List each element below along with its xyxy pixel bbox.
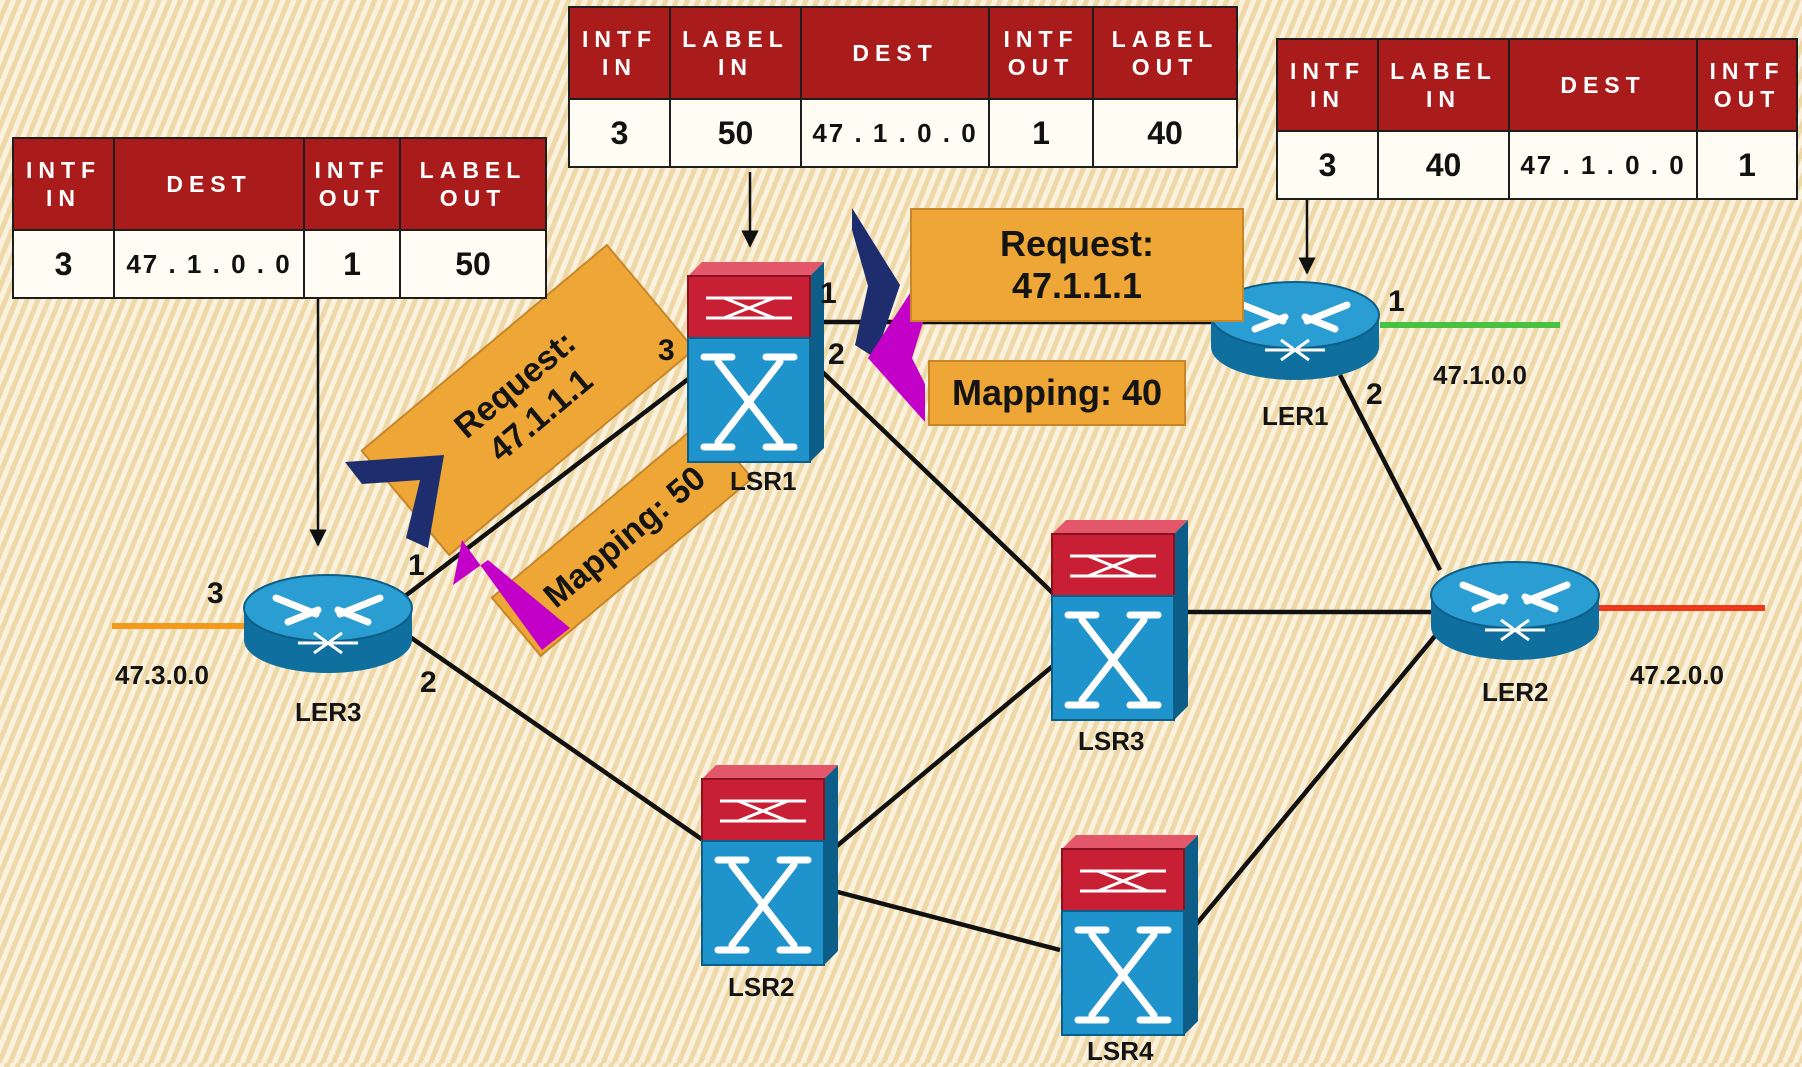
- ler3-value-label-out: 50: [399, 229, 547, 299]
- ler1-header-dest: DEST: [1508, 38, 1698, 132]
- ler1-header-label-in: LABEL IN: [1377, 38, 1510, 132]
- node-label-lsr4: LSR4: [1087, 1036, 1154, 1066]
- node-label-ler1: LER1: [1262, 401, 1329, 431]
- request-arrow-right: [852, 208, 900, 358]
- ler3-value-intf-in: 3: [12, 229, 115, 299]
- link-ler3-lsr2: [398, 628, 712, 847]
- link-ler3-lsr1: [398, 368, 702, 602]
- network-label-right-top: 47.1.0.0: [1433, 360, 1527, 390]
- lsr1-value-label-in: 50: [669, 98, 802, 168]
- ler3-forwarding-table: INTF IN DEST INTF OUT LABEL OUT 3 47 . 1…: [12, 137, 547, 299]
- ler3-header-intf-out: INTF OUT: [303, 137, 401, 231]
- lsr1-value-intf-in: 3: [568, 98, 671, 168]
- ler1-header-intf-out: INTF OUT: [1696, 38, 1798, 132]
- mapping-arrow-right: [868, 290, 930, 422]
- port-lsr1-2: 2: [828, 338, 845, 371]
- port-ler3-2: 2: [420, 666, 437, 699]
- lsr1-header-intf-out: INTF OUT: [988, 6, 1094, 100]
- mapping-box-right: Mapping: 40: [928, 360, 1186, 426]
- lsr1-header-intf-in: INTF IN: [568, 6, 671, 100]
- node-label-lsr2: LSR2: [728, 972, 795, 1002]
- port-lsr1-1: 1: [820, 277, 837, 310]
- ler1-value-intf-in: 3: [1276, 130, 1379, 200]
- port-ler3-1: 1: [408, 549, 425, 582]
- network-label-right: 47.2.0.0: [1630, 660, 1724, 690]
- ler1-header-intf-in: INTF IN: [1276, 38, 1379, 132]
- ler2-router-icon: [1431, 562, 1599, 660]
- request-box-right: Request: 47.1.1.1: [910, 208, 1244, 322]
- ler1-value-intf-out: 1: [1696, 130, 1798, 200]
- lsr1-forwarding-table: INTF IN LABEL IN DEST INTF OUT LABEL OUT…: [568, 6, 1238, 168]
- node-label-lsr3: LSR3: [1078, 726, 1145, 756]
- ler3-header-dest: DEST: [113, 137, 305, 231]
- ler3-header-label-out: LABEL OUT: [399, 137, 547, 231]
- port-ler1-1: 1: [1388, 285, 1405, 318]
- link-lsr1-lsr3: [808, 358, 1062, 602]
- lsr1-value-intf-out: 1: [988, 98, 1094, 168]
- link-lsr2-lsr3: [818, 658, 1062, 862]
- ler3-value-intf-out: 1: [303, 229, 401, 299]
- request-box-left: [360, 243, 696, 557]
- link-lsr2-lsr4: [829, 887, 1061, 953]
- lsr1-header-label-out: LABEL OUT: [1092, 6, 1238, 100]
- lsr1-header-dest: DEST: [800, 6, 990, 100]
- ler1-forwarding-table: INTF IN LABEL IN DEST INTF OUT 3 40 47 .…: [1276, 38, 1798, 200]
- node-label-ler3: LER3: [295, 697, 362, 727]
- link-ler1-ler2: [1337, 373, 1443, 572]
- network-label-left: 47.3.0.0: [115, 660, 209, 690]
- mapping-label-right: Mapping: 40: [951, 372, 1162, 413]
- node-label-lsr1: LSR1: [730, 466, 797, 496]
- ler1-value-label-in: 40: [1377, 130, 1510, 200]
- node-label-ler2: LER2: [1482, 677, 1549, 707]
- mapping-arrow-left: [453, 540, 570, 650]
- link-lsr4-ler2: [1173, 628, 1442, 952]
- request-arrow-left-shape: [345, 455, 444, 548]
- ler3-value-dest: 47 . 1 . 0 . 0: [113, 229, 305, 299]
- request-label-right: Request: 47.1.1.1: [999, 223, 1155, 306]
- lsr1-switch-icon: [688, 262, 824, 462]
- lsr2-switch-icon: [702, 765, 838, 965]
- ler1-value-dest: 47 . 1 . 0 . 0: [1508, 130, 1698, 200]
- lsr1-value-dest: 47 . 1 . 0 . 0: [800, 98, 990, 168]
- ler3-header-intf-in: INTF IN: [12, 137, 115, 231]
- lsr1-value-label-out: 40: [1092, 98, 1238, 168]
- ler3-router-icon: [244, 575, 412, 673]
- port-ler3-3: 3: [207, 577, 224, 610]
- port-ler1-2: 2: [1366, 378, 1383, 411]
- lsr3-switch-icon: [1052, 520, 1188, 720]
- port-lsr1-3: 3: [658, 334, 675, 367]
- lsr1-header-label-in: LABEL IN: [669, 6, 802, 100]
- lsr4-switch-icon: [1062, 835, 1198, 1035]
